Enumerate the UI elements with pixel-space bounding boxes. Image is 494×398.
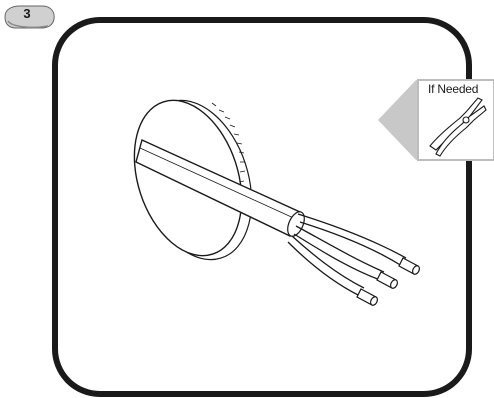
if-needed-tab (378, 79, 494, 161)
pliers-icon (429, 97, 487, 157)
step-number: 3 (23, 6, 31, 21)
if-needed-label: If Needed (428, 82, 479, 96)
step-badge (4, 5, 55, 29)
